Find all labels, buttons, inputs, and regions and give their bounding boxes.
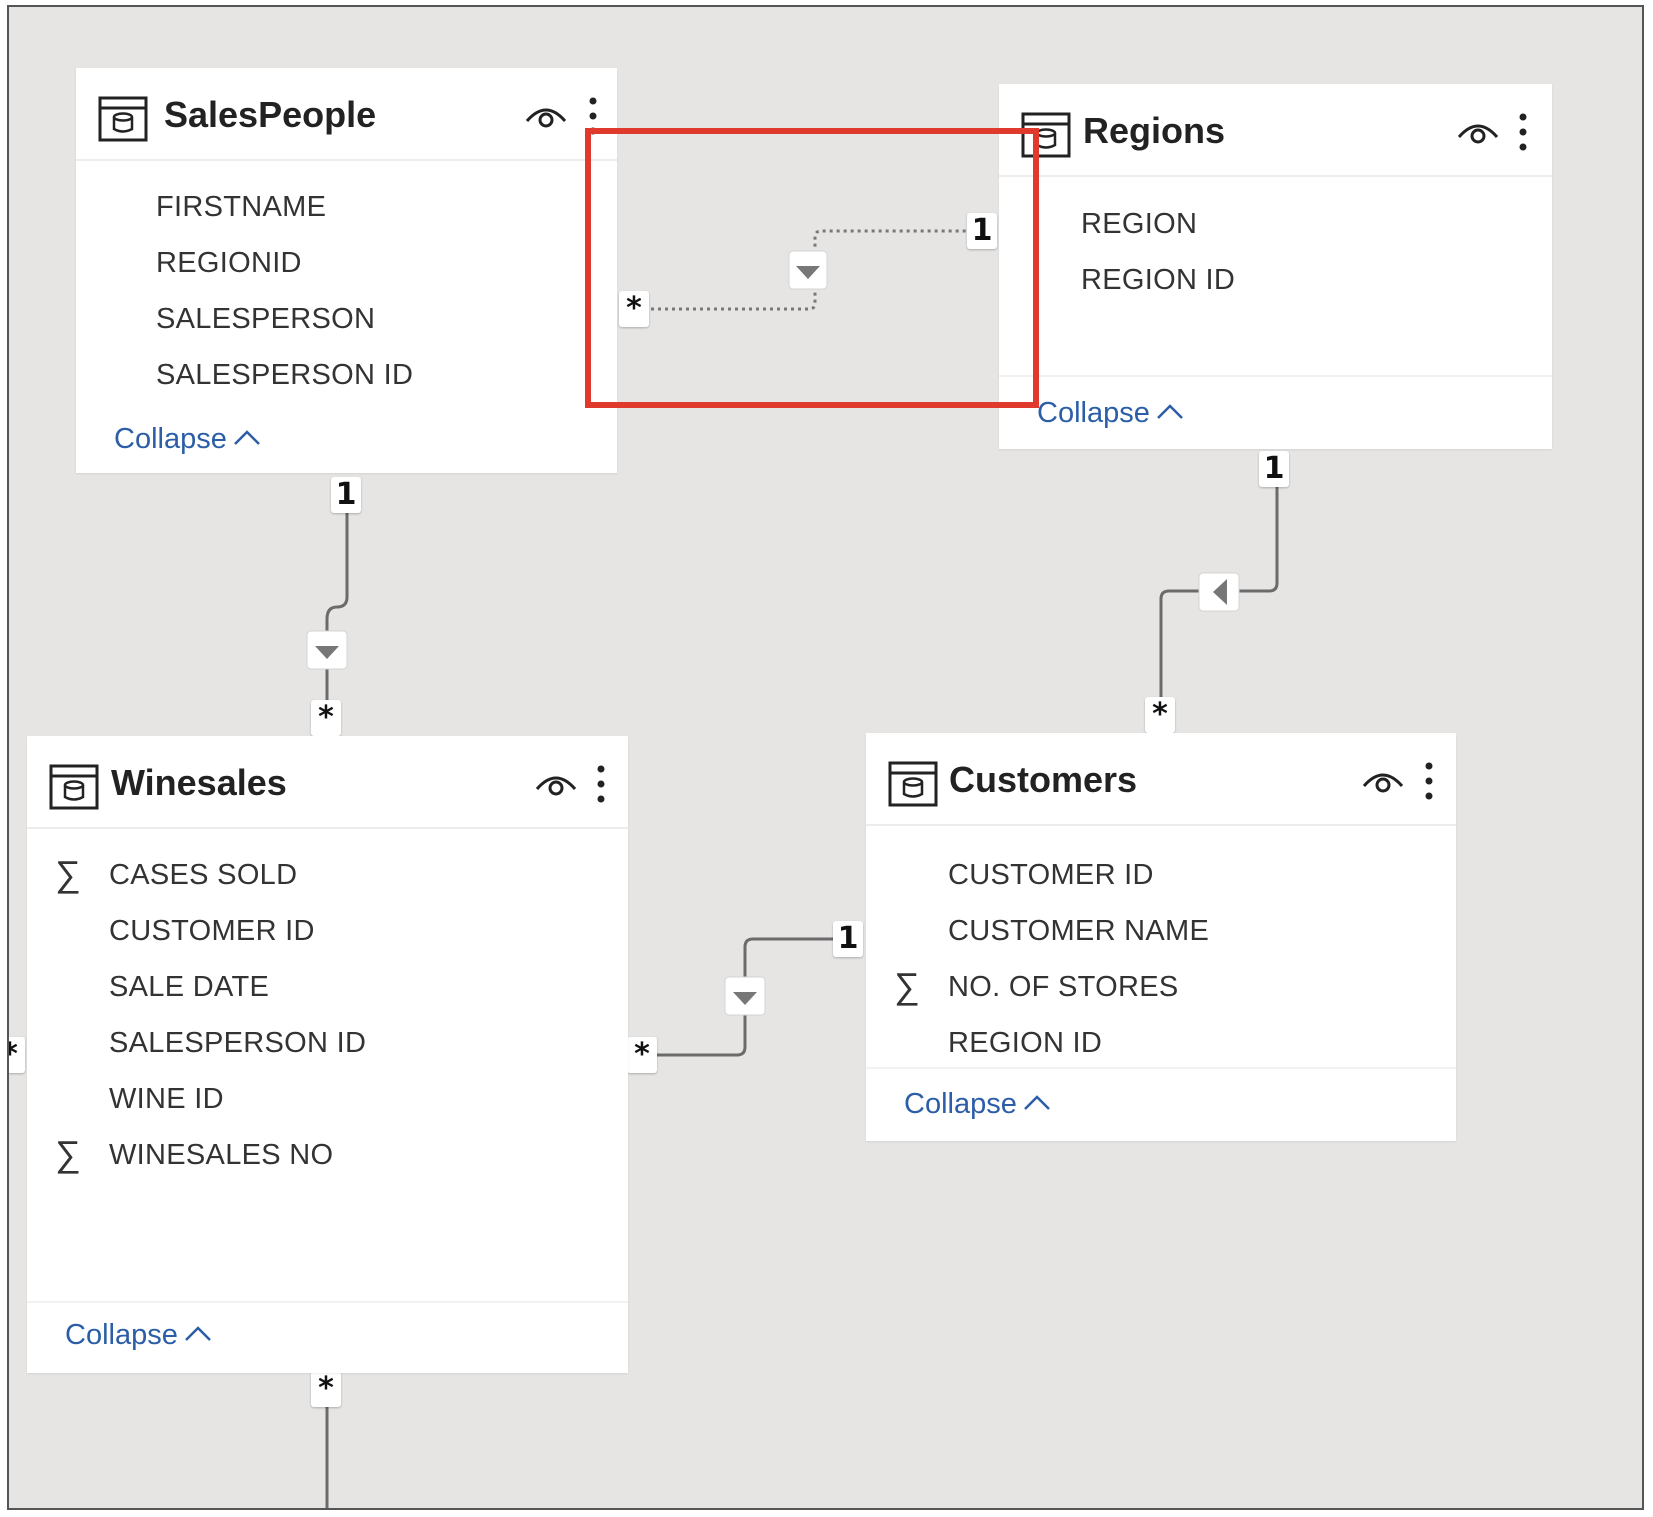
field-name: SALESPERSON xyxy=(156,303,376,335)
table-card-customers[interactable]: Customers CUSTOMER ID CUSTOMER NAME ∑ NO. O… xyxy=(866,733,1456,1141)
field-row[interactable]: ∑ CASES SOLD xyxy=(27,851,628,901)
eye-icon[interactable] xyxy=(524,101,568,131)
table-card-regions[interactable]: Regions REGION REGION ID Collapse xyxy=(999,84,1552,449)
cardinality-one-marker: 1 xyxy=(833,921,863,957)
field-row[interactable]: REGION ID xyxy=(999,256,1552,306)
field-row[interactable]: CUSTOMER ID xyxy=(866,851,1456,901)
field-row[interactable]: SALESPERSON xyxy=(76,295,617,345)
cardinality-one-marker: 1 xyxy=(967,213,997,249)
chevron-up-icon xyxy=(233,430,260,445)
table-title: Customers xyxy=(949,759,1138,800)
table-title: Winesales xyxy=(111,762,287,803)
field-name: FIRSTNAME xyxy=(156,191,327,223)
collapse-link[interactable]: Collapse xyxy=(114,423,261,456)
field-row[interactable]: WINE ID xyxy=(27,1075,628,1125)
field-name: CUSTOMER NAME xyxy=(948,915,1210,947)
cardinality-many-marker: * xyxy=(311,700,341,736)
chevron-up-icon xyxy=(184,1326,211,1341)
cardinality-many-marker: * xyxy=(619,291,649,327)
more-options-icon[interactable] xyxy=(595,763,607,805)
collapse-label: Collapse xyxy=(904,1088,1017,1120)
field-row[interactable]: CUSTOMER NAME xyxy=(866,907,1456,957)
field-name: WINESALES NO xyxy=(109,1139,334,1171)
field-row[interactable]: REGIONID xyxy=(76,239,617,289)
cardinality-many-marker: * xyxy=(311,1371,341,1407)
field-name: NO. OF STORES xyxy=(948,971,1179,1003)
cardinality-many-marker: * xyxy=(9,1037,25,1073)
card-footer xyxy=(27,1301,628,1373)
filter-direction-down-icon[interactable] xyxy=(788,250,828,290)
table-icon xyxy=(98,96,148,142)
field-name: CUSTOMER ID xyxy=(948,859,1154,891)
more-options-icon[interactable] xyxy=(1423,760,1435,802)
cardinality-one-marker: 1 xyxy=(331,477,361,513)
relationship-line-salespeople-regions[interactable] xyxy=(644,229,973,311)
table-title: Regions xyxy=(1083,110,1226,151)
card-footer xyxy=(866,1067,1456,1141)
filter-direction-down-icon[interactable] xyxy=(306,630,348,670)
field-row[interactable]: ∑ NO. OF STORES xyxy=(866,963,1456,1013)
collapse-link[interactable]: Collapse xyxy=(1037,397,1184,430)
table-card-header[interactable]: SalesPeople xyxy=(76,68,617,161)
eye-icon[interactable] xyxy=(1361,766,1405,796)
eye-icon[interactable] xyxy=(1456,117,1500,147)
field-row[interactable]: SALESPERSON ID xyxy=(27,1019,628,1069)
field-name: CUSTOMER ID xyxy=(109,915,315,947)
field-name: SALESPERSON ID xyxy=(156,359,414,391)
field-row[interactable]: REGION ID xyxy=(866,1019,1456,1069)
field-name: SALE DATE xyxy=(109,971,270,1003)
collapse-link[interactable]: Collapse xyxy=(65,1319,212,1352)
field-name: SALESPERSON ID xyxy=(109,1027,367,1059)
field-name: REGION ID xyxy=(948,1027,1103,1059)
field-name: REGIONID xyxy=(156,247,302,279)
field-row[interactable]: FIRSTNAME xyxy=(76,183,617,233)
cardinality-many-marker: * xyxy=(1145,697,1175,733)
field-row[interactable]: REGION xyxy=(999,200,1552,250)
collapse-label: Collapse xyxy=(114,423,227,455)
highlight-annotation-box xyxy=(585,128,1039,408)
field-row[interactable]: SALE DATE xyxy=(27,963,628,1013)
collapse-link[interactable]: Collapse xyxy=(904,1088,1051,1121)
field-name: REGION ID xyxy=(1081,264,1236,296)
collapse-label: Collapse xyxy=(1037,397,1150,429)
table-card-header[interactable]: Winesales xyxy=(27,736,628,829)
sum-icon: ∑ xyxy=(55,1133,81,1174)
table-icon xyxy=(49,764,99,810)
field-row[interactable]: SALESPERSON ID xyxy=(76,351,617,401)
table-card-header[interactable]: Regions xyxy=(999,84,1552,177)
table-title: SalesPeople xyxy=(164,94,377,135)
sum-icon: ∑ xyxy=(894,965,920,1006)
cardinality-one-marker: 1 xyxy=(1259,451,1289,487)
table-icon xyxy=(888,761,938,807)
filter-direction-down-icon[interactable] xyxy=(724,976,766,1016)
sum-icon: ∑ xyxy=(55,853,81,894)
field-row[interactable]: CUSTOMER ID xyxy=(27,907,628,957)
more-options-icon[interactable] xyxy=(1517,111,1529,153)
cardinality-many-marker: * xyxy=(627,1037,657,1073)
table-card-header[interactable]: Customers xyxy=(866,733,1456,826)
field-name: WINE ID xyxy=(109,1083,224,1115)
field-name: CASES SOLD xyxy=(109,859,298,891)
table-card-winesales[interactable]: Winesales ∑ CASES SOLD CUSTOMER ID SALE DAT… xyxy=(27,736,628,1373)
table-card-salespeople[interactable]: SalesPeople FIRSTNAME REGIONID SALESPERSON… xyxy=(76,68,617,473)
field-name: REGION xyxy=(1081,208,1198,240)
chevron-up-icon xyxy=(1023,1095,1050,1110)
relationship-lines xyxy=(9,229,1279,1508)
chevron-up-icon xyxy=(1156,404,1183,419)
collapse-label: Collapse xyxy=(65,1319,178,1351)
eye-icon[interactable] xyxy=(534,769,578,799)
relationship-line-salespeople-winesales[interactable] xyxy=(325,507,349,719)
filter-direction-left-icon[interactable] xyxy=(1198,572,1240,612)
model-canvas[interactable]: * 1 1 * 1 * 1 * * * SalesPeople FIRSTNAM… xyxy=(7,5,1644,1510)
field-row[interactable]: ∑ WINESALES NO xyxy=(27,1131,628,1181)
card-footer xyxy=(999,375,1552,449)
